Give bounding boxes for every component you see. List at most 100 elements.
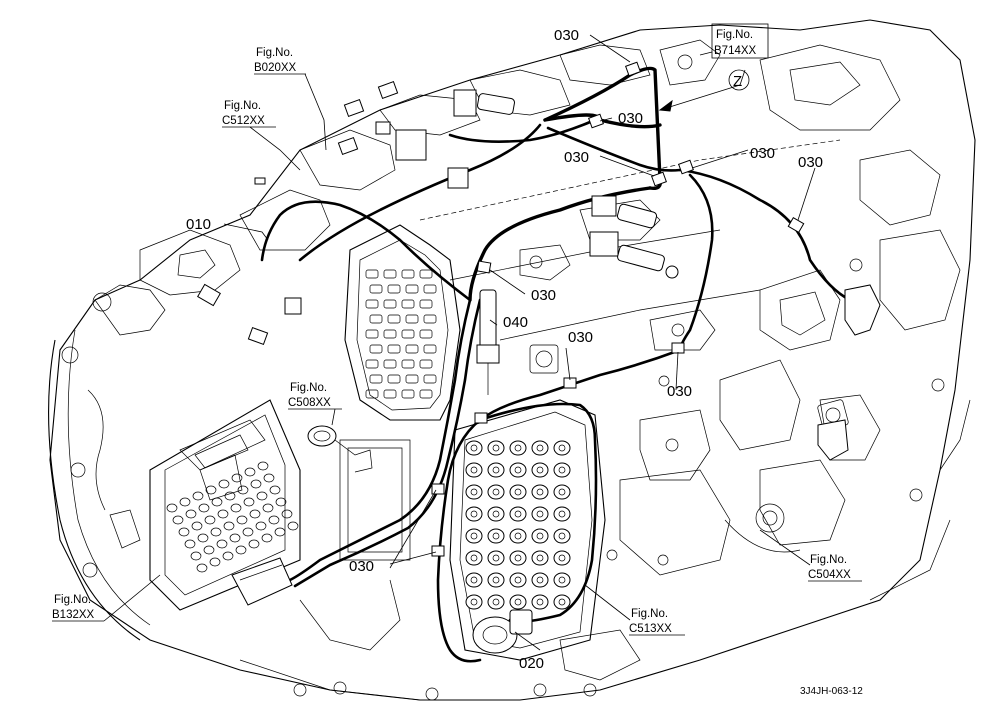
honeycomb-cell: [287, 521, 299, 531]
solenoid-core: [514, 576, 522, 584]
honeycomb-cell: [209, 557, 221, 567]
honeycomb-cell: [198, 503, 210, 513]
solenoid: [531, 572, 549, 588]
honeycomb-cell: [230, 503, 242, 513]
valve-channel: [419, 329, 433, 339]
valve-channel: [423, 344, 437, 354]
valve-channel: [387, 284, 401, 294]
solenoid-core: [514, 466, 522, 474]
valve-channel: [365, 329, 379, 339]
fig-ref-c512-line2: C512XX: [222, 115, 265, 127]
label-030-clip-lower-right: 030: [667, 383, 692, 400]
solenoid-core: [470, 554, 478, 562]
valve-channel: [401, 299, 415, 309]
honeycomb-cell: [231, 473, 243, 483]
solenoid: [553, 440, 571, 456]
solenoid-core: [470, 510, 478, 518]
solenoid: [509, 462, 527, 478]
fig-ref-c512-line1: Fig.No.: [224, 100, 261, 112]
valve-channel: [401, 329, 415, 339]
honeycomb-cell: [268, 515, 280, 525]
solenoid: [465, 594, 483, 610]
valve-channel: [423, 284, 437, 294]
upper-valve-body-channels: [365, 269, 437, 399]
valve-channel: [423, 314, 437, 324]
valve-channel: [383, 269, 397, 279]
view-marker-z: Z: [733, 73, 742, 90]
valve-channel: [369, 284, 383, 294]
honeycomb-cell: [261, 533, 273, 543]
valve-channel: [419, 389, 433, 399]
valve-channel: [401, 359, 415, 369]
honeycomb-cell: [185, 509, 197, 519]
solenoid-core: [492, 554, 500, 562]
connectors-and-sensors: [197, 69, 881, 654]
honeycomb-cell: [242, 527, 254, 537]
solenoid-core: [514, 444, 522, 452]
solenoid: [531, 528, 549, 544]
fig-ref-b132-line1: Fig.No.: [54, 594, 91, 606]
label-010: 010: [186, 216, 211, 233]
solenoid-core: [514, 598, 522, 606]
solenoid: [553, 594, 571, 610]
honeycomb-cell: [229, 533, 241, 543]
honeycomb-cell: [237, 485, 249, 495]
honeycomb-cell: [192, 491, 204, 501]
honeycomb-cell: [190, 551, 202, 561]
c508-bracket: [307, 425, 411, 561]
honeycomb-cell: [178, 527, 190, 537]
valve-channel: [383, 329, 397, 339]
solenoid: [465, 484, 483, 500]
honeycomb-cell: [166, 503, 178, 513]
valve-channel: [369, 344, 383, 354]
label-030-clip-lower: 030: [568, 329, 593, 346]
solenoid-core: [470, 576, 478, 584]
solenoid-core: [470, 466, 478, 474]
honeycomb-cell: [257, 461, 269, 471]
solenoid-core: [492, 444, 500, 452]
honeycomb-cell: [224, 491, 236, 501]
valve-channel: [405, 314, 419, 324]
solenoid: [487, 550, 505, 566]
solenoid: [509, 528, 527, 544]
valve-channel: [401, 389, 415, 399]
solenoid-core: [492, 576, 500, 584]
solenoid: [509, 594, 527, 610]
honeycomb-cell: [204, 515, 216, 525]
solenoid: [509, 484, 527, 500]
honeycomb-cell: [222, 551, 234, 561]
valve-channel: [383, 389, 397, 399]
fig-ref-c513-line1: Fig.No.: [631, 608, 668, 620]
control-unit-honeycomb: [166, 461, 299, 573]
valve-channel: [405, 344, 419, 354]
fig-ref-c508-line2: C508XX: [288, 397, 331, 409]
honeycomb-cell: [172, 515, 184, 525]
solenoid: [465, 440, 483, 456]
transmission-control-unit: [149, 399, 301, 611]
honeycomb-cell: [250, 479, 262, 489]
solenoid: [509, 506, 527, 522]
solenoid: [531, 594, 549, 610]
label-030-clip-mid: 030: [564, 149, 589, 166]
solenoid-core: [536, 488, 544, 496]
solenoid-core: [536, 510, 544, 518]
solenoid-core: [558, 598, 566, 606]
label-030-clip-right: 030: [750, 145, 775, 162]
honeycomb-cell: [249, 509, 261, 519]
honeycomb-cell: [255, 521, 267, 531]
honeycomb-cell: [217, 509, 229, 519]
honeycomb-cell: [203, 545, 215, 555]
honeycomb-cell: [248, 539, 260, 549]
valve-channel: [383, 299, 397, 309]
valve-channel: [387, 314, 401, 324]
valve-channel: [387, 374, 401, 384]
solenoid-core: [536, 554, 544, 562]
valve-channel: [419, 299, 433, 309]
valve-channel: [387, 344, 401, 354]
honeycomb-cell: [216, 539, 228, 549]
leader-lines: [103, 34, 816, 651]
solenoid: [465, 462, 483, 478]
view-marker: Z: [728, 69, 750, 91]
honeycomb-cell: [274, 527, 286, 537]
